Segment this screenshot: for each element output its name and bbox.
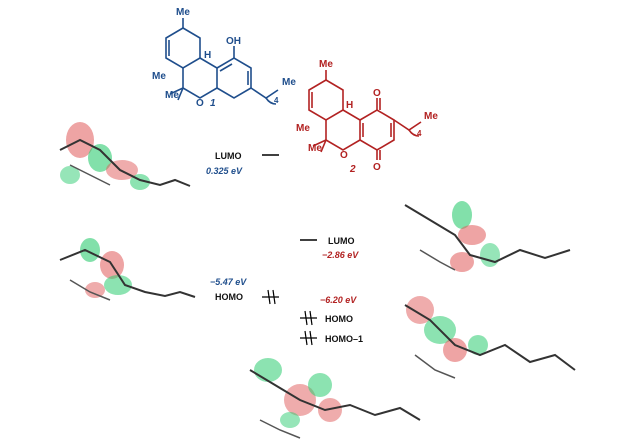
compound-1-me-bottom: Me <box>165 90 179 101</box>
energy-homo-1: −5.47 eV <box>210 277 247 287</box>
compound-2-chain-n: 4 <box>417 129 422 138</box>
orbital-homo-minus-1-2 <box>249 358 421 439</box>
level-homo-1 <box>262 289 279 305</box>
compound-1-number: 1 <box>210 98 216 109</box>
compound-1-chain-n: 4 <box>274 96 279 105</box>
compound-1-methyl-bond-left <box>169 87 184 95</box>
compound-2-me-top: Me <box>319 59 333 70</box>
compound-2-number: 2 <box>349 164 356 175</box>
compound-2-me-left: Me <box>296 123 310 134</box>
compound-2-ring-c <box>359 109 395 151</box>
compound-1-oh: OH <box>226 36 241 47</box>
compound-1-me-left: Me <box>152 71 166 82</box>
compound-2-structure <box>308 70 422 160</box>
compound-2-chain-me: Me <box>424 111 438 122</box>
orbital-homo-2 <box>404 296 576 379</box>
compound-1-ring-b <box>182 57 218 99</box>
compound-1-h: H <box>204 50 211 61</box>
compound-1-methyl-bond-bottom <box>177 87 184 101</box>
level-homo-minus-1-2 <box>300 330 317 346</box>
energy-homo-2: −6.20 eV <box>320 295 357 305</box>
compound-2-o-ring: O <box>340 150 348 161</box>
compound-2-ring-a <box>308 79 344 121</box>
label-homo-2: HOMO <box>325 314 353 324</box>
compound-1-structure <box>165 18 279 105</box>
compound-2-methyl-bond-bottom <box>320 139 327 153</box>
compound-1-chain-bracket <box>265 97 277 105</box>
compound-1-o: O <box>196 98 204 109</box>
compound-2-o-bottom: O <box>373 162 381 173</box>
level-homo-2 <box>300 310 317 326</box>
label-homo-minus-1-2: HOMO–1 <box>325 334 363 344</box>
compound-1-me-top: Me <box>176 7 190 18</box>
compound-1-ring-c <box>216 57 252 99</box>
compound-2-ring-b <box>325 109 361 151</box>
orbital-homo-1 <box>59 238 196 301</box>
compound-1-ring-a <box>165 27 201 69</box>
energy-lumo-1: 0.325 eV <box>206 166 243 176</box>
compound-1-chain-me: Me <box>282 77 296 88</box>
compound-2-o-top: O <box>373 88 381 99</box>
compound-1-aromatic-bond-1 <box>219 63 233 72</box>
compound-2-methyl-bond-left <box>312 139 327 147</box>
orbital-lumo-2 <box>404 201 571 272</box>
compound-2-chain-bracket <box>408 129 420 137</box>
label-homo-1: HOMO <box>215 292 243 302</box>
label-lumo-2: LUMO <box>328 236 355 246</box>
compound-2-h: H <box>346 100 353 111</box>
energy-lumo-2: −2.86 eV <box>322 250 359 260</box>
compound-2-me-bottom: Me <box>308 143 322 154</box>
orbital-lumo-1 <box>59 122 191 190</box>
label-lumo-1: LUMO <box>215 151 242 161</box>
